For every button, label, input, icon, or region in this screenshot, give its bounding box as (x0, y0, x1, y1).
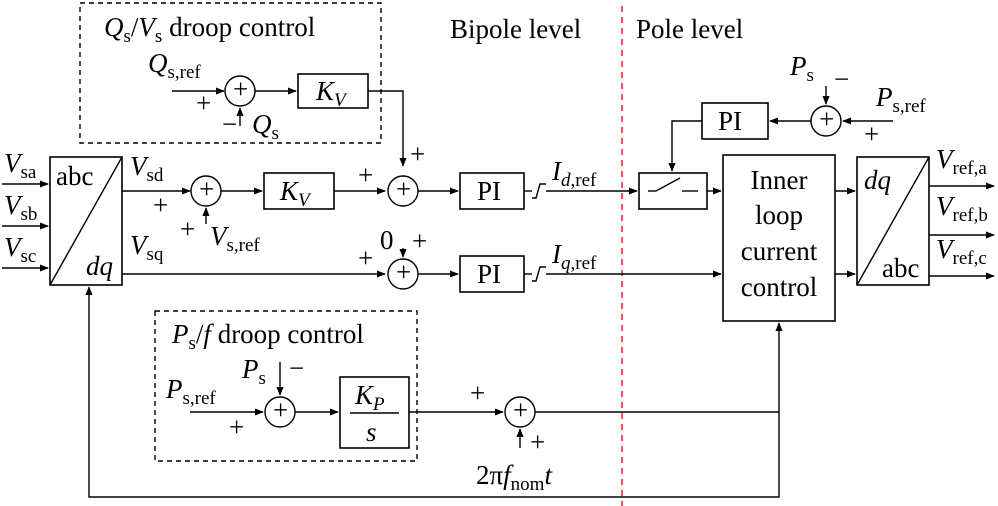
q-droop-title: Qs/Vs droop control (104, 12, 315, 47)
zero-label: 0 (380, 225, 394, 255)
vs-ref-label: Vs,ref (210, 221, 260, 256)
vref-c-label: Vref,c (936, 234, 987, 269)
plus-sign: + (530, 427, 545, 457)
sum-symbol: + (233, 74, 248, 104)
plus-sign: + (410, 139, 425, 169)
plus-sign: + (180, 214, 195, 244)
p-droop-group (154, 310, 418, 462)
vref-a-label: Vref,a (936, 144, 987, 179)
minus-sign: − (289, 353, 304, 383)
qs-ref-label: Qs,ref (148, 48, 201, 83)
plus-sign: + (358, 243, 373, 273)
vsb-label: Vsb (4, 190, 37, 225)
ps-top-label: Ps (789, 51, 814, 86)
theta-to-inner-loop-wire (535, 322, 783, 413)
sum-symbol: + (199, 174, 214, 204)
kp-s-den: s (366, 417, 377, 447)
theta-feedback-wire (85, 286, 780, 498)
ps-ref-left-label: Ps,ref (165, 374, 216, 409)
limiter-d-icon (532, 183, 546, 199)
dq-abc-bottom: abc (882, 253, 919, 283)
vsq-label: Vsq (130, 230, 164, 265)
plus-sign: + (358, 160, 373, 190)
two-pi-fnom-t-label: 2πfnomt (476, 460, 553, 495)
kv-top-to-sum-wire (368, 90, 407, 167)
sum-symbol: + (513, 395, 528, 425)
inner-loop-line3: current (741, 236, 818, 266)
kp-label: KP (354, 380, 385, 415)
pi-d-label: PI (477, 176, 501, 206)
vref-b-label: Vref,b (936, 191, 988, 226)
switch-blade-icon (655, 177, 681, 192)
sum-symbol: + (819, 104, 834, 134)
bipole-level-label: Bipole level (450, 14, 581, 44)
iq-ref-label: Iq,ref (551, 239, 597, 274)
minus-sign: − (834, 64, 849, 94)
dq-abc-top: dq (864, 165, 891, 195)
sum-symbol: + (273, 395, 288, 425)
plus-sign: + (864, 119, 879, 149)
inner-loop-current-control-block (722, 154, 836, 322)
transform-diagonal (856, 156, 930, 286)
pi-block-top (701, 102, 769, 140)
pole-level-label: Pole level (636, 14, 743, 44)
ps-left-label: Ps (241, 354, 266, 389)
id-ref-label: Id,ref (551, 156, 597, 191)
p-droop-title: Ps/f droop control (171, 319, 364, 354)
q-droop-group (79, 2, 382, 144)
plus-sign: + (229, 412, 244, 442)
abc-dq-bottom: dq (86, 251, 113, 281)
sum-symbol: + (396, 174, 411, 204)
pi-q-label: PI (477, 259, 501, 289)
sum-symbol: + (396, 257, 411, 287)
plus-sign: + (470, 378, 485, 408)
abc-dq-top: abc (56, 161, 93, 191)
pi-top-to-switch-wire (668, 120, 702, 172)
pi-block-q (459, 255, 525, 293)
transform-diagonal (49, 156, 123, 286)
vsd-label: Vsd (130, 151, 164, 186)
inner-loop-line1: Inner (751, 165, 808, 195)
inner-loop-line2: loop (755, 200, 803, 230)
ps-ref-top-label: Ps,ref (875, 82, 926, 117)
minus-sign: − (222, 109, 237, 139)
pi-top-label: PI (718, 106, 742, 136)
plus-sign: + (412, 226, 427, 256)
vsa-label: Vsa (4, 148, 37, 183)
plus-sign: + (196, 88, 211, 118)
limiter-q-icon (532, 266, 546, 282)
inner-loop-line4: control (741, 272, 817, 302)
plus-sign: + (153, 190, 168, 220)
qs-label: Qs (252, 109, 279, 144)
vsc-label: Vsc (4, 232, 36, 267)
